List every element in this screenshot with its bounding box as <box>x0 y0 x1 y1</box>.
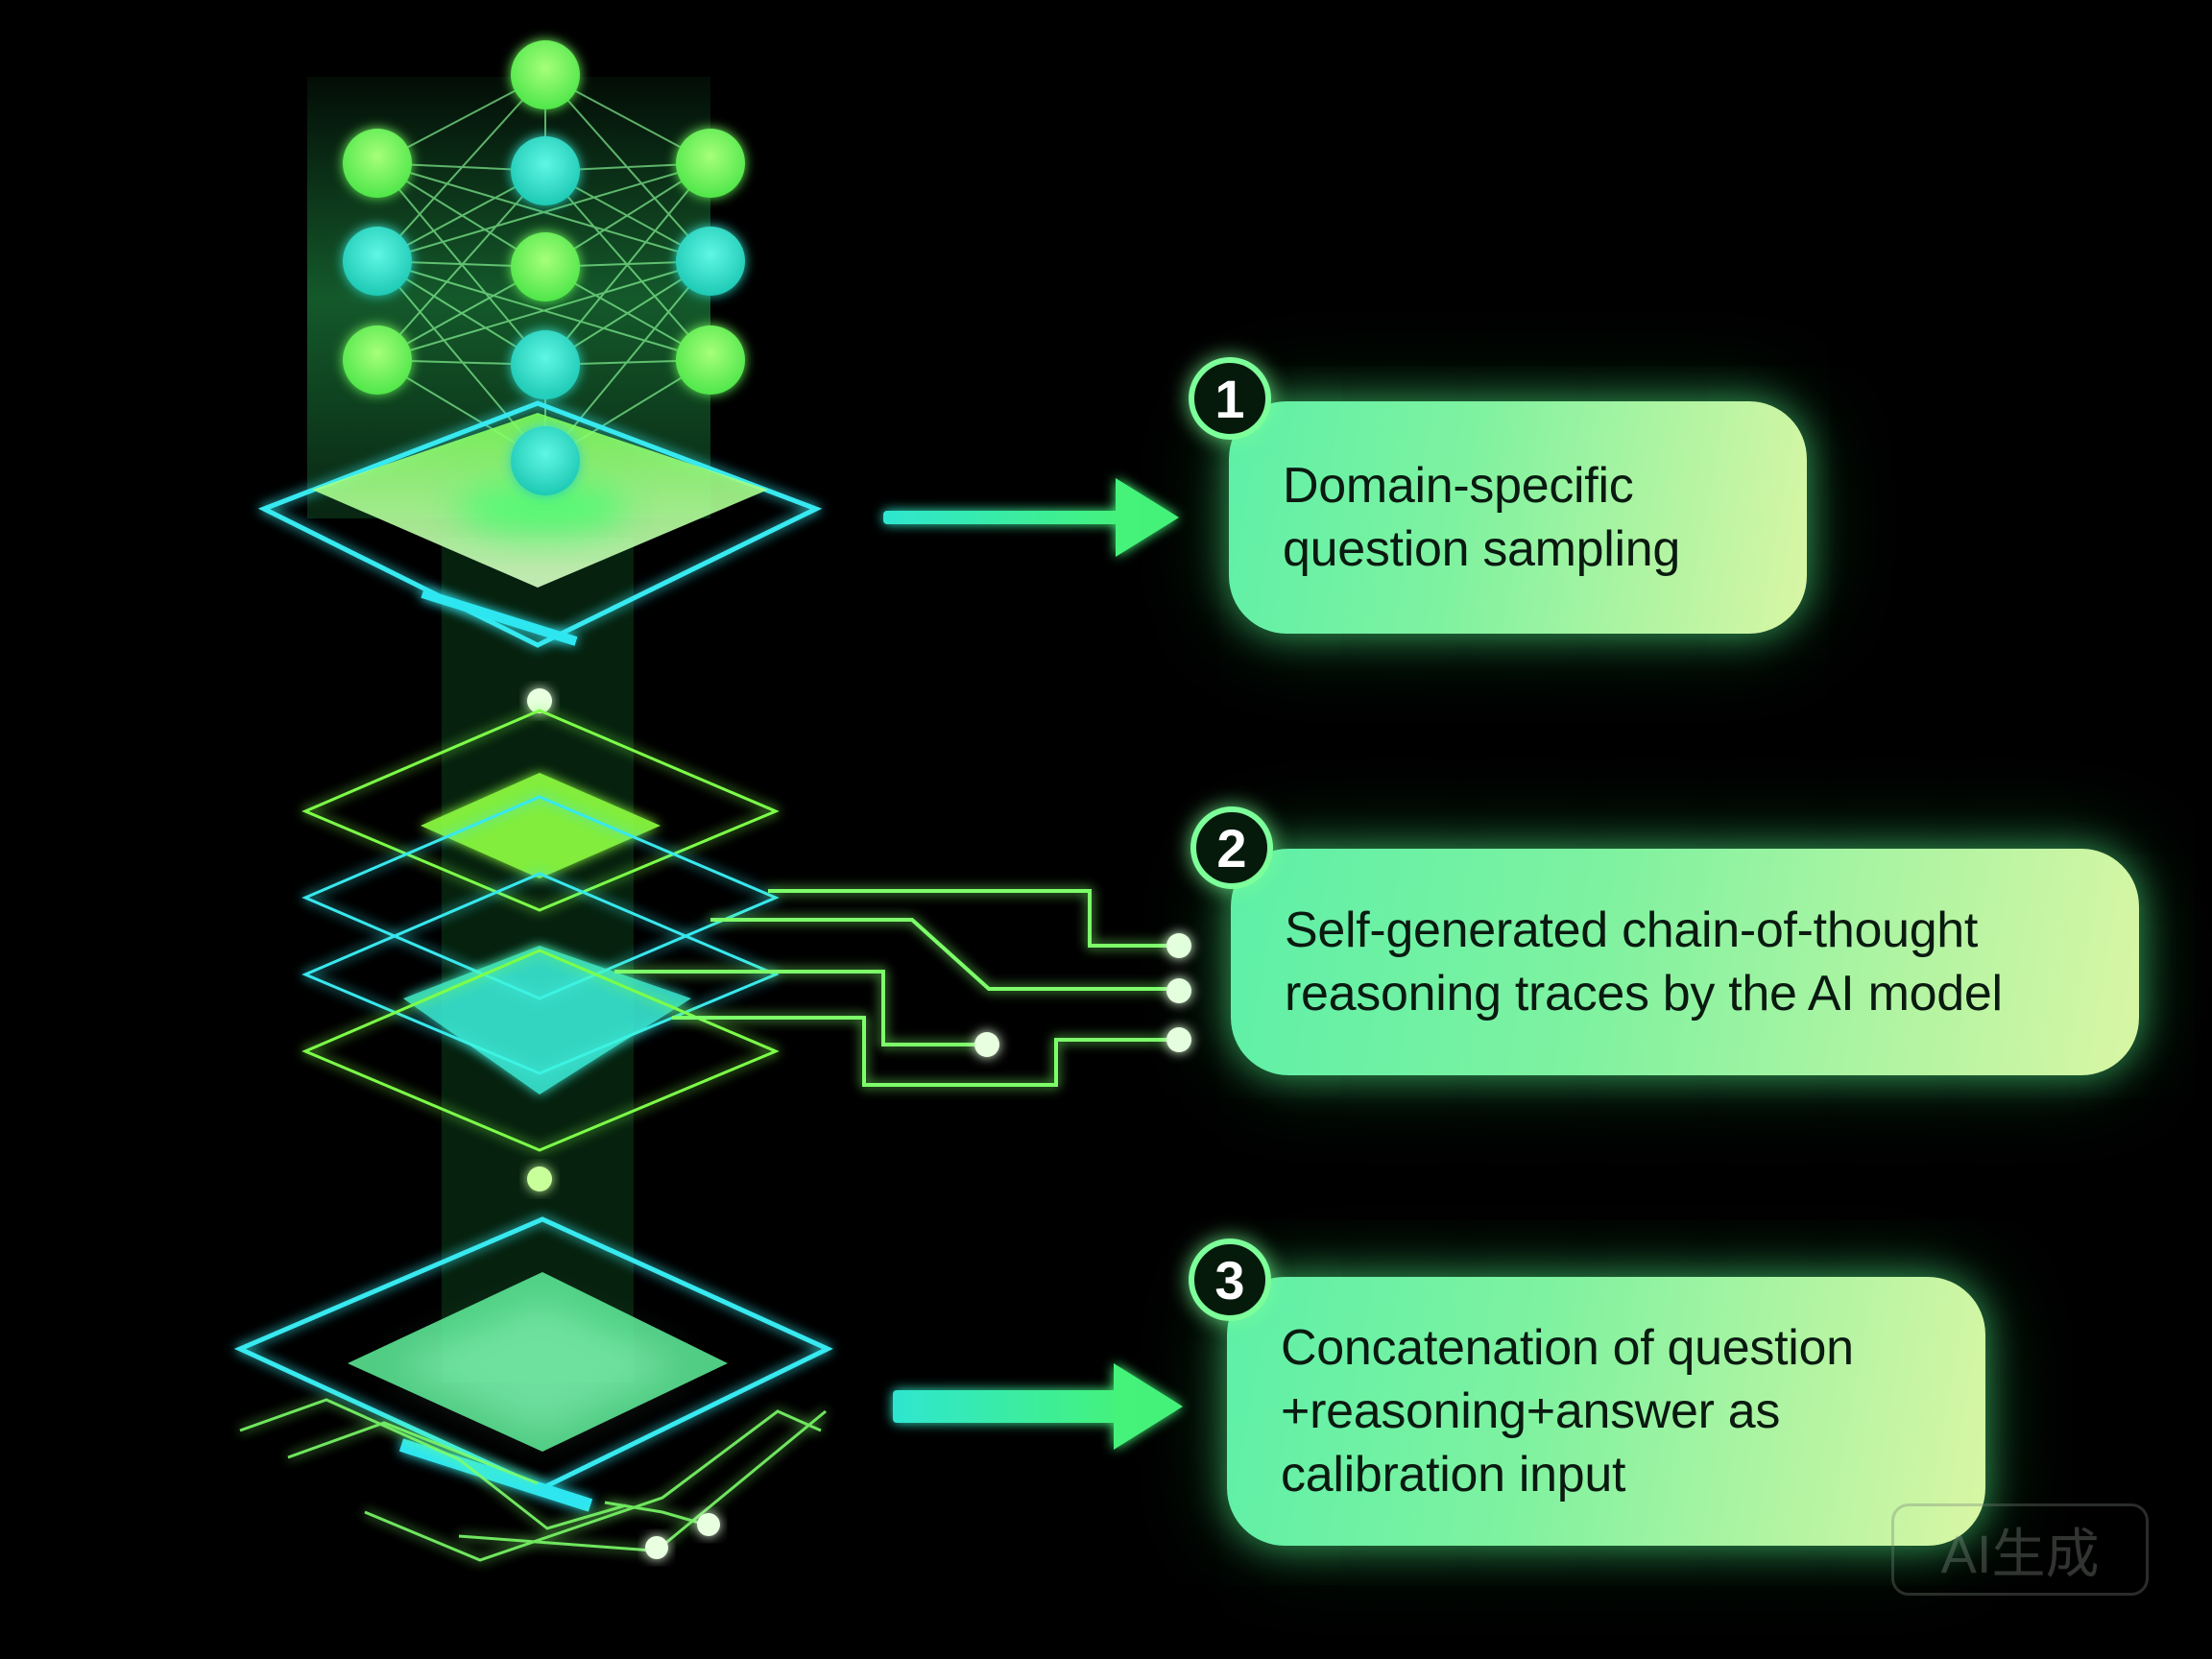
network-node <box>511 426 580 495</box>
network-node <box>511 40 580 109</box>
network-node <box>511 136 580 205</box>
step-card-3: Concatenation of question +reasoning+ans… <box>1227 1277 1985 1546</box>
network-node <box>343 227 412 296</box>
step-2-text: Self-generated chain-of-thought reasonin… <box>1285 902 2003 1022</box>
step-3-number: 3 <box>1214 1249 1245 1310</box>
step-card-2: Self-generated chain-of-thought reasonin… <box>1231 849 2139 1075</box>
network-node <box>343 129 412 198</box>
arrow-right-icon <box>883 478 1179 557</box>
network-node <box>343 325 412 395</box>
circuit-board-icon <box>233 1216 833 1562</box>
step-number-badge-1: 1 <box>1189 357 1271 440</box>
step-number-badge-2: 2 <box>1190 806 1273 889</box>
network-node <box>676 129 745 198</box>
step-number-badge-3: 3 <box>1189 1238 1271 1321</box>
network-node <box>676 227 745 296</box>
ai-generated-watermark: AI生成 <box>1891 1503 2149 1596</box>
top-platform-icon <box>257 400 823 648</box>
circuit-endpoints <box>974 933 1191 1057</box>
arrow-right-icon <box>893 1363 1183 1450</box>
circuit-traces-icon <box>614 889 1179 1087</box>
network-node <box>511 330 580 399</box>
network-node <box>676 325 745 395</box>
step-2-number: 2 <box>1216 817 1247 878</box>
step-card-1: Domain-specific question sampling <box>1229 401 1807 634</box>
step-3-text: Concatenation of question +reasoning+ans… <box>1281 1320 1854 1503</box>
step-1-number: 1 <box>1214 368 1245 429</box>
layer-stack-icon <box>301 688 780 1191</box>
step-1-text: Domain-specific question sampling <box>1283 458 1681 577</box>
network-node <box>511 232 580 301</box>
